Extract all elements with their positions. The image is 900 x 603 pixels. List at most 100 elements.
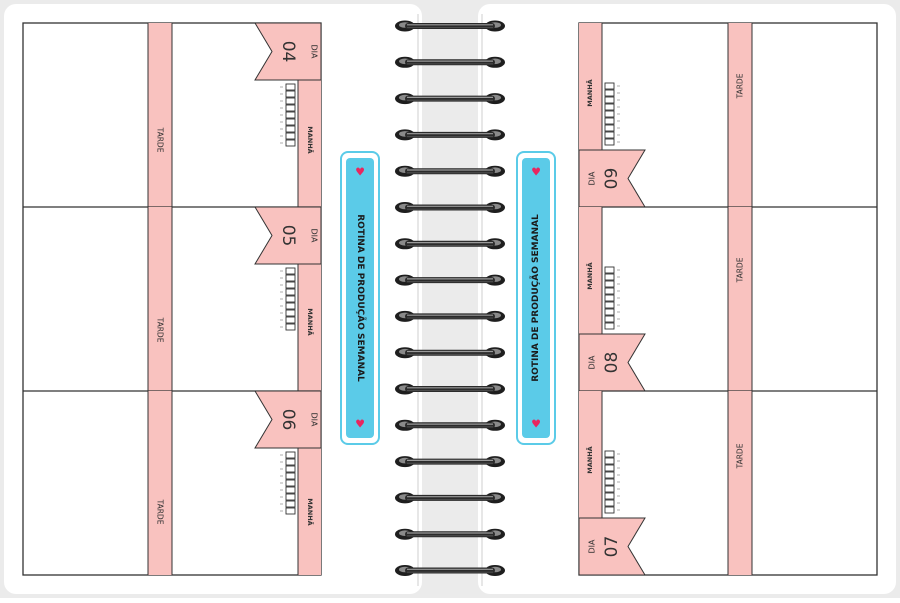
checkbox[interactable] (604, 485, 615, 493)
checkbox[interactable] (604, 82, 615, 90)
day-label: DIA (588, 171, 597, 186)
right-banner: ♥ ♥ ROTINA DE PRODUÇÃO SEMANAL (516, 151, 556, 445)
day-label: DIA (310, 45, 319, 60)
day-label: DIA (310, 229, 319, 244)
checkbox[interactable] (604, 464, 615, 472)
right-day-block-3: TARDE MANHÃ DIA 07 (578, 391, 753, 576)
checkbox[interactable] (604, 266, 615, 274)
right-day-block-1: TARDE MANHÃ DIA 09 (578, 23, 753, 208)
checkbox[interactable] (285, 288, 296, 296)
checkbox[interactable] (604, 131, 615, 139)
checkbox[interactable] (604, 499, 615, 507)
spiral-ring (395, 383, 505, 395)
checkbox[interactable] (285, 267, 296, 275)
checkbox[interactable] (604, 301, 615, 309)
checkbox[interactable] (604, 315, 615, 323)
spiral-ring (395, 129, 505, 141)
manha-label: MANHÃ (306, 498, 315, 525)
checkbox[interactable] (285, 295, 296, 303)
day-flag (578, 517, 646, 576)
checkbox[interactable] (285, 309, 296, 317)
tarde-label: TARDE (156, 499, 165, 525)
checkbox[interactable] (604, 478, 615, 486)
checkbox[interactable] (285, 97, 296, 105)
checkbox[interactable] (285, 139, 296, 147)
checkbox[interactable] (285, 507, 296, 515)
day-number: 07 (602, 536, 622, 558)
checkbox[interactable] (285, 83, 296, 91)
checkbox[interactable] (285, 323, 296, 331)
checkbox[interactable] (285, 451, 296, 459)
tarde-label: TARDE (156, 317, 165, 343)
checkbox[interactable] (604, 287, 615, 295)
checkbox[interactable] (285, 132, 296, 140)
day-number: 04 (278, 41, 298, 63)
checkbox[interactable] (285, 479, 296, 487)
tarde-label: TARDE (736, 443, 745, 469)
day-number: 06 (278, 409, 298, 431)
checkbox[interactable] (285, 281, 296, 289)
day-label: DIA (588, 355, 597, 370)
checkbox[interactable] (285, 90, 296, 98)
spiral-ring (395, 238, 505, 250)
day-number: 08 (602, 352, 622, 374)
checkbox[interactable] (604, 471, 615, 479)
checkbox[interactable] (604, 138, 615, 146)
checkbox[interactable] (285, 302, 296, 310)
spiral-ring (395, 202, 505, 213)
checkbox[interactable] (604, 294, 615, 302)
day-flag (578, 333, 646, 392)
left-day-block-2: TARDE MANHÃ DIA 05 (147, 206, 322, 391)
checkbox[interactable] (285, 111, 296, 119)
checkbox[interactable] (285, 486, 296, 494)
checkbox[interactable] (604, 457, 615, 465)
spiral-ring (395, 274, 505, 286)
checkbox[interactable] (604, 506, 615, 514)
checkbox[interactable] (604, 117, 615, 125)
checkbox[interactable] (285, 316, 296, 324)
checkbox[interactable] (285, 118, 296, 126)
checkbox[interactable] (604, 450, 615, 458)
checkbox[interactable] (604, 103, 615, 111)
tarde-strip (728, 207, 752, 391)
heart-icon: ♥ (531, 418, 541, 431)
day-flag (578, 149, 646, 208)
tarde-label: TARDE (736, 257, 745, 283)
spiral-ring (395, 56, 505, 68)
day-number: 09 (602, 168, 622, 190)
banner-title: ROTINA DE PRODUÇÃO SEMANAL (530, 214, 541, 382)
checkbox[interactable] (285, 104, 296, 112)
tarde-label: TARDE (736, 73, 745, 99)
heart-icon: ♥ (355, 418, 365, 431)
left-day-block-1: TARDE MANHÃ DIA 04 (147, 22, 322, 207)
checklist (280, 451, 296, 515)
checkbox[interactable] (285, 493, 296, 501)
checkbox[interactable] (604, 322, 615, 330)
checkbox[interactable] (604, 308, 615, 316)
manha-label: MANHÃ (585, 446, 594, 473)
checklist (280, 267, 296, 331)
checkbox[interactable] (285, 465, 296, 473)
checkbox[interactable] (604, 124, 615, 132)
checkbox[interactable] (604, 280, 615, 288)
checkbox[interactable] (604, 110, 615, 118)
banner-ribbon (346, 158, 374, 438)
checkbox[interactable] (604, 89, 615, 97)
checkbox[interactable] (604, 273, 615, 281)
left-page: TARDE MANHÃ DIA 04 (22, 22, 322, 576)
checkbox[interactable] (285, 458, 296, 466)
checkbox[interactable] (285, 500, 296, 508)
checkbox[interactable] (285, 472, 296, 480)
checkbox[interactable] (604, 96, 615, 104)
day-label: DIA (588, 539, 597, 554)
spiral-ring (395, 310, 505, 322)
checkbox[interactable] (285, 125, 296, 133)
day-flag (254, 22, 322, 81)
spiral-ring (395, 456, 505, 468)
checkbox[interactable] (285, 274, 296, 282)
checkbox[interactable] (604, 492, 615, 500)
day-label: DIA (310, 413, 319, 428)
right-day-block-2: TARDE MANHÃ DIA 08 (578, 207, 753, 392)
heart-icon: ♥ (355, 166, 365, 179)
